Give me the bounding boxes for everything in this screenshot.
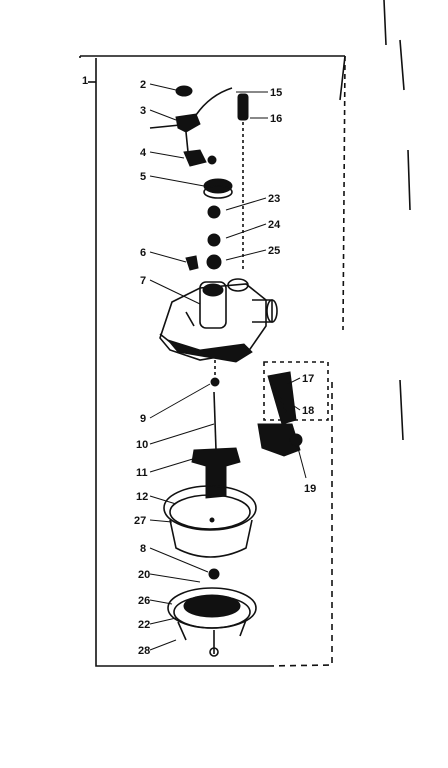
part-label-11: 11 xyxy=(136,467,148,479)
part-label-23: 23 xyxy=(268,193,280,205)
part-label-12: 12 xyxy=(136,491,148,503)
part-label-16: 16 xyxy=(270,113,282,125)
part-label-22: 22 xyxy=(138,619,150,631)
part-label-20: 20 xyxy=(138,569,150,581)
part-label-9: 9 xyxy=(140,413,146,425)
part-label-18: 18 xyxy=(302,405,314,417)
part-label-10: 10 xyxy=(136,439,148,451)
edge-marks xyxy=(383,0,411,441)
impeller-bowl xyxy=(163,447,257,558)
part-label-15: 15 xyxy=(270,87,282,99)
part-label-6: 6 xyxy=(140,247,146,259)
part-label-24: 24 xyxy=(268,219,281,231)
part-label-3: 3 xyxy=(140,105,146,117)
assembly-frame: 1 xyxy=(79,55,346,667)
frame-label: 1 xyxy=(82,75,88,87)
shaft xyxy=(210,360,220,451)
part-label-27: 27 xyxy=(134,515,146,527)
part-label-7: 7 xyxy=(140,275,146,287)
pump-housing xyxy=(159,278,278,363)
switch-bracket xyxy=(257,361,329,457)
part-label-17: 17 xyxy=(302,373,314,385)
part-label-2: 2 xyxy=(140,79,146,91)
part-label-26: 26 xyxy=(138,595,150,607)
bottom-plate xyxy=(167,568,257,657)
part-labels: 2 3 4 5 6 7 9 10 11 12 27 8 20 26 22 28 … xyxy=(134,79,316,657)
part-label-8: 8 xyxy=(140,543,146,555)
part-label-4: 4 xyxy=(140,147,147,159)
part-label-19: 19 xyxy=(304,483,316,495)
leader-lines xyxy=(149,83,307,651)
part-label-25: 25 xyxy=(268,245,280,257)
part-label-5: 5 xyxy=(140,171,146,183)
part-label-28: 28 xyxy=(138,645,150,657)
